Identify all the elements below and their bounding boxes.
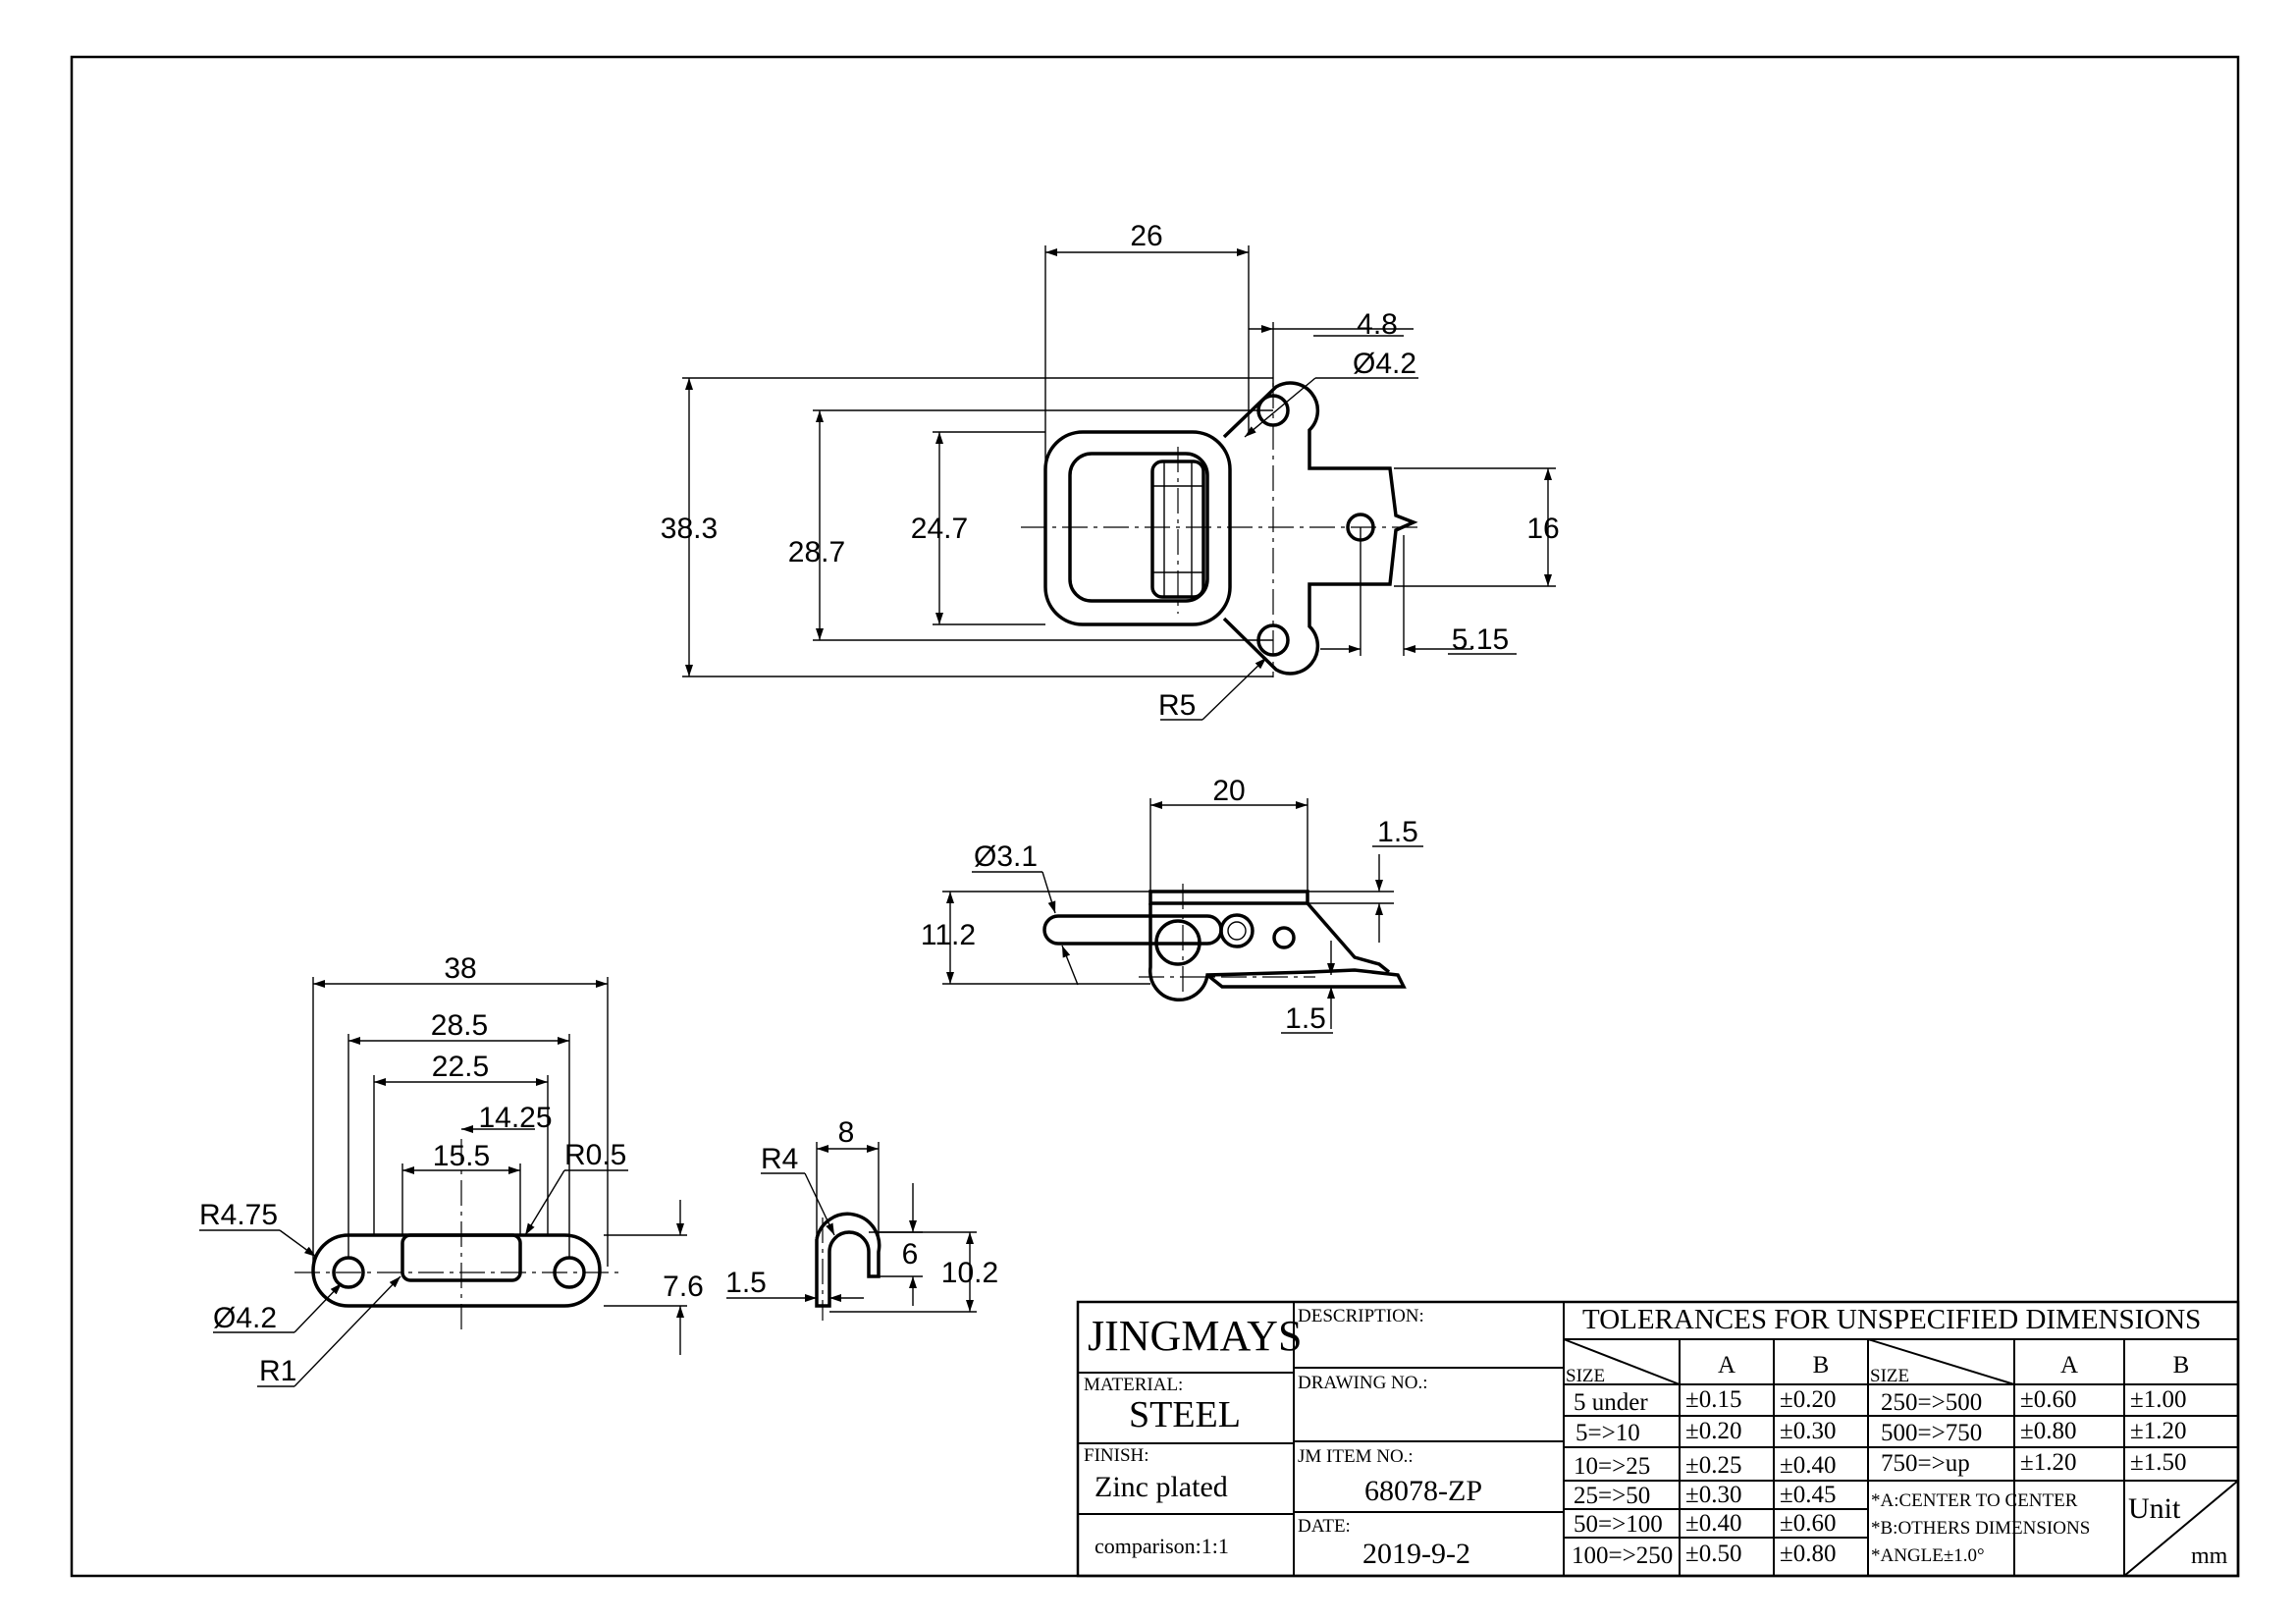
dim-14-25: 14.25 [478, 1102, 552, 1134]
tol-right-1-size: 500=>750 [1881, 1420, 1982, 1446]
tol-right-0-a: ±0.60 [2020, 1386, 2076, 1413]
keeper-side-view [815, 1212, 881, 1321]
note-other-dimensions: *B:OTHERS DIMENSIONS [1871, 1518, 2090, 1539]
dim-r1: R1 [259, 1355, 296, 1387]
dim-r4: R4 [761, 1143, 798, 1175]
unit-label: Unit [2128, 1492, 2181, 1525]
dim-r0-5: R0.5 [564, 1139, 626, 1171]
col-a-left: A [1718, 1352, 1735, 1379]
tol-right-1-a: ±0.80 [2020, 1418, 2076, 1444]
dim-1-5-top: 1.5 [1377, 816, 1418, 848]
tol-left-0-b: ±0.20 [1780, 1386, 1836, 1413]
tol-left-4-a: ±0.40 [1685, 1510, 1741, 1537]
top-view-dimensions: 26 4.8 Ø4.2 38.3 28.7 24.7 16 [661, 220, 1560, 722]
drawing-no-label: DRAWING NO.: [1298, 1373, 1428, 1393]
dim-7-6: 7.6 [663, 1271, 704, 1303]
top-view [1021, 381, 1423, 677]
finish-label: FINISH: [1084, 1445, 1149, 1466]
note-center-to-center: *A:CENTER TO CENTER [1871, 1490, 2078, 1511]
material-value: STEEL [1129, 1394, 1241, 1435]
tol-left-2-size: 10=>25 [1574, 1453, 1650, 1480]
tol-right-0-size: 250=>500 [1881, 1389, 1982, 1416]
dim-15-5: 15.5 [433, 1140, 490, 1172]
tol-left-5-b: ±0.80 [1780, 1541, 1836, 1567]
col-b-right: B [2173, 1352, 2190, 1379]
finish-value: Zinc plated [1095, 1471, 1228, 1503]
col-a-right: A [2060, 1352, 2078, 1379]
keeper-view-dimensions: 38 28.5 22.5 14.25 15.5 R0.5 R4.75 Ø4.2 [199, 952, 704, 1387]
tol-right-0-b: ±1.00 [2130, 1386, 2186, 1413]
tolerance-title: TOLERANCES FOR UNSPECIFIED DIMENSIONS [1582, 1304, 2201, 1335]
size-label-right: SIZE [1870, 1366, 1909, 1386]
dim-22-5: 22.5 [432, 1051, 489, 1083]
tol-right-1-b: ±1.20 [2130, 1418, 2186, 1444]
tol-right-2-a: ±1.20 [2020, 1449, 2076, 1476]
dim-1-5-bottom: 1.5 [1285, 1002, 1326, 1035]
tol-left-1-size: 5=>10 [1575, 1420, 1640, 1446]
dim-28-5: 28.5 [431, 1009, 488, 1042]
keeper-side-dimensions: 8 R4 1.5 6 10.2 [725, 1116, 998, 1313]
tolerance-table: TOLERANCES FOR UNSPECIFIED DIMENSIONS SI… [1563, 1304, 2239, 1577]
tol-left-0-a: ±0.15 [1685, 1386, 1741, 1413]
dim-16: 16 [1526, 513, 1559, 545]
comparison-scale: comparison:1:1 [1095, 1534, 1229, 1558]
dim-4-8: 4.8 [1357, 308, 1398, 341]
title-block: JINGMAYS DESCRIPTION: MATERIAL: STEEL DR… [1076, 1300, 2240, 1578]
dim-10-2: 10.2 [941, 1257, 998, 1289]
dim-20: 20 [1212, 775, 1245, 807]
material-label: MATERIAL: [1084, 1375, 1183, 1395]
side-view-dimensions: 20 1.5 Ø3.1 11.2 1.5 [921, 775, 1423, 1035]
unit-value: mm [2191, 1543, 2228, 1569]
dim-24-7: 24.7 [911, 513, 968, 545]
tol-left-0-size: 5 under [1574, 1389, 1648, 1416]
dim-r4-75: R4.75 [199, 1199, 278, 1231]
tol-left-3-size: 25=>50 [1574, 1483, 1650, 1509]
dim-26: 26 [1130, 220, 1162, 252]
dim-8: 8 [838, 1116, 855, 1149]
side-view [1042, 884, 1407, 1001]
date-value: 2019-9-2 [1362, 1538, 1470, 1570]
tol-left-3-b: ±0.45 [1780, 1482, 1836, 1508]
tol-left-2-a: ±0.25 [1685, 1452, 1741, 1479]
dim-28-7: 28.7 [788, 536, 845, 568]
company-name: JINGMAYS [1088, 1312, 1302, 1360]
tol-left-2-b: ±0.40 [1780, 1452, 1836, 1479]
date-label: DATE: [1298, 1516, 1351, 1537]
item-no-label: JM ITEM NO.: [1298, 1446, 1414, 1467]
col-b-left: B [1813, 1352, 1830, 1379]
item-no-value: 68078-ZP [1364, 1475, 1482, 1507]
dim-6: 6 [902, 1238, 919, 1271]
dim-38-3: 38.3 [661, 513, 718, 545]
size-label-left: SIZE [1566, 1366, 1605, 1386]
tol-left-1-b: ±0.30 [1780, 1418, 1836, 1444]
tol-left-5-size: 100=>250 [1572, 1542, 1673, 1569]
dim-keeper-1-5: 1.5 [725, 1267, 767, 1299]
tol-left-1-a: ±0.20 [1685, 1418, 1741, 1444]
dim-11-2: 11.2 [921, 919, 976, 951]
note-angle: *ANGLE±1.0° [1871, 1545, 1985, 1566]
tol-left-4-b: ±0.60 [1780, 1510, 1836, 1537]
dim-r5: R5 [1158, 689, 1196, 722]
tol-right-2-b: ±1.50 [2130, 1449, 2186, 1476]
tol-left-5-a: ±0.50 [1685, 1541, 1741, 1567]
tol-left-3-a: ±0.30 [1685, 1482, 1741, 1508]
dim-dia-4-2: Ø4.2 [1353, 348, 1416, 380]
dim-keeper-dia-4-2: Ø4.2 [213, 1302, 277, 1334]
tol-left-4-size: 50=>100 [1574, 1511, 1663, 1538]
dim-5-15: 5.15 [1452, 623, 1509, 656]
dim-dia-3-1: Ø3.1 [974, 840, 1038, 873]
tol-right-2-size: 750=>up [1881, 1450, 1970, 1477]
dim-38: 38 [444, 952, 476, 985]
description-label: DESCRIPTION: [1298, 1306, 1424, 1326]
